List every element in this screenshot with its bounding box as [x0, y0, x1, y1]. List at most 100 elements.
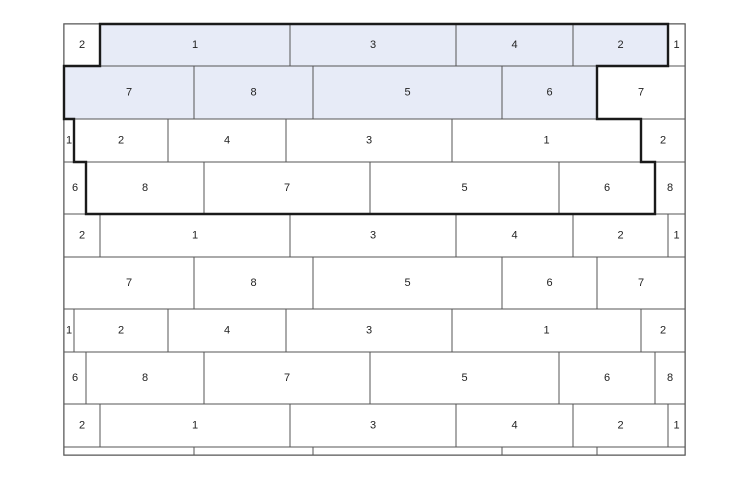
- tile-label: 2: [660, 135, 666, 147]
- tile-label: 1: [673, 230, 679, 242]
- tile-row: 7 8 5 6 7: [63, 65, 686, 120]
- tile: [654, 161, 686, 215]
- tile: [451, 118, 642, 163]
- tile-label: 1: [66, 325, 72, 337]
- tile-label: 3: [366, 135, 372, 147]
- tile-label: 2: [617, 230, 623, 242]
- tile-label: 8: [667, 372, 673, 384]
- tile-label: 4: [511, 420, 517, 432]
- tile-label: 2: [617, 420, 623, 432]
- tile-label: 6: [604, 182, 610, 194]
- tile-label: 8: [142, 182, 148, 194]
- tile: [369, 351, 560, 405]
- tile-row: 6 8 7 5 6 8: [63, 161, 686, 215]
- tile-label: 7: [126, 277, 132, 289]
- tile-row: 1 2 4 3 1 2: [63, 118, 686, 163]
- tile: [501, 65, 598, 120]
- tile-label: 7: [638, 87, 644, 99]
- tile: [596, 446, 686, 456]
- tile: [455, 403, 574, 448]
- tile-label: 8: [250, 277, 256, 289]
- tile: [501, 446, 598, 456]
- tile: [312, 256, 503, 310]
- tile: [63, 446, 195, 456]
- tile-label: 4: [511, 39, 517, 51]
- tile: [193, 256, 314, 310]
- tile-label: 6: [72, 182, 78, 194]
- tile-label: 1: [192, 230, 198, 242]
- tile: [596, 256, 686, 310]
- tile-label: 7: [284, 182, 290, 194]
- tile-label: 4: [224, 325, 230, 337]
- tile: [203, 351, 371, 405]
- tile-label: 1: [543, 325, 549, 337]
- tile-label: 6: [546, 277, 552, 289]
- tile-label: 3: [366, 325, 372, 337]
- tile-label: 1: [543, 135, 549, 147]
- tile: [193, 65, 314, 120]
- tile: [73, 308, 169, 353]
- tile-row: 6 8 7 5 6 8: [63, 351, 686, 405]
- tile: [285, 308, 453, 353]
- tile-row: 7 8 5 6 7: [63, 256, 686, 310]
- tile: [312, 65, 503, 120]
- tile-row: 2 1 3 4 2 1: [63, 213, 686, 258]
- tile-row: 1 2 4 3 1 2: [63, 308, 686, 353]
- tile: [455, 213, 574, 258]
- tile: [654, 351, 686, 405]
- tile-label: 5: [461, 372, 467, 384]
- tile-label: 7: [284, 372, 290, 384]
- tile-label: 6: [72, 372, 78, 384]
- tile-label: 5: [404, 87, 410, 99]
- tile: [63, 65, 195, 120]
- tile-label: 3: [370, 420, 376, 432]
- tile-label: 2: [79, 420, 85, 432]
- tile-label: 2: [118, 135, 124, 147]
- tile-label: 1: [192, 420, 198, 432]
- tile: [99, 213, 291, 258]
- tile-label: 1: [673, 39, 679, 51]
- repeat-pattern-outline: [62, 22, 670, 216]
- tile-label: 1: [66, 135, 72, 147]
- tile-label: 5: [461, 182, 467, 194]
- tile-label: 8: [667, 182, 673, 194]
- tile-label: 2: [660, 325, 666, 337]
- tile-row: 2 1 3 4 2 1: [63, 23, 686, 67]
- tile-label: 8: [142, 372, 148, 384]
- tile-label: 3: [370, 39, 376, 51]
- tile: [63, 23, 101, 67]
- tile-label: 2: [79, 39, 85, 51]
- tile-label: 7: [126, 87, 132, 99]
- tile: [312, 446, 503, 456]
- tile-label: 4: [511, 230, 517, 242]
- tile: [572, 403, 669, 448]
- tile-label: 5: [404, 277, 410, 289]
- tile-label: 6: [546, 87, 552, 99]
- tile-label: 3: [370, 230, 376, 242]
- bottom-row-strip: [63, 446, 686, 456]
- tile-label: 8: [250, 87, 256, 99]
- tile-label: 6: [604, 372, 610, 384]
- tile: [369, 161, 560, 215]
- tile-label: 2: [617, 39, 623, 51]
- tile: [640, 118, 686, 163]
- tile-row: 2 1 3 4 2 1: [63, 403, 686, 448]
- tile-label: 7: [638, 277, 644, 289]
- tile: [73, 118, 169, 163]
- tile: [558, 351, 656, 405]
- tile: [167, 308, 287, 353]
- tile-label: 1: [192, 39, 198, 51]
- tile: [289, 23, 457, 67]
- tile-label: 2: [118, 325, 124, 337]
- tile: [285, 118, 453, 163]
- tile: [85, 161, 205, 215]
- tile-label: 1: [673, 420, 679, 432]
- tile: [572, 23, 669, 67]
- tile: [193, 446, 314, 456]
- tile: [203, 161, 371, 215]
- tile-label: 4: [224, 135, 230, 147]
- tile-label: 2: [79, 230, 85, 242]
- tile: [99, 403, 291, 448]
